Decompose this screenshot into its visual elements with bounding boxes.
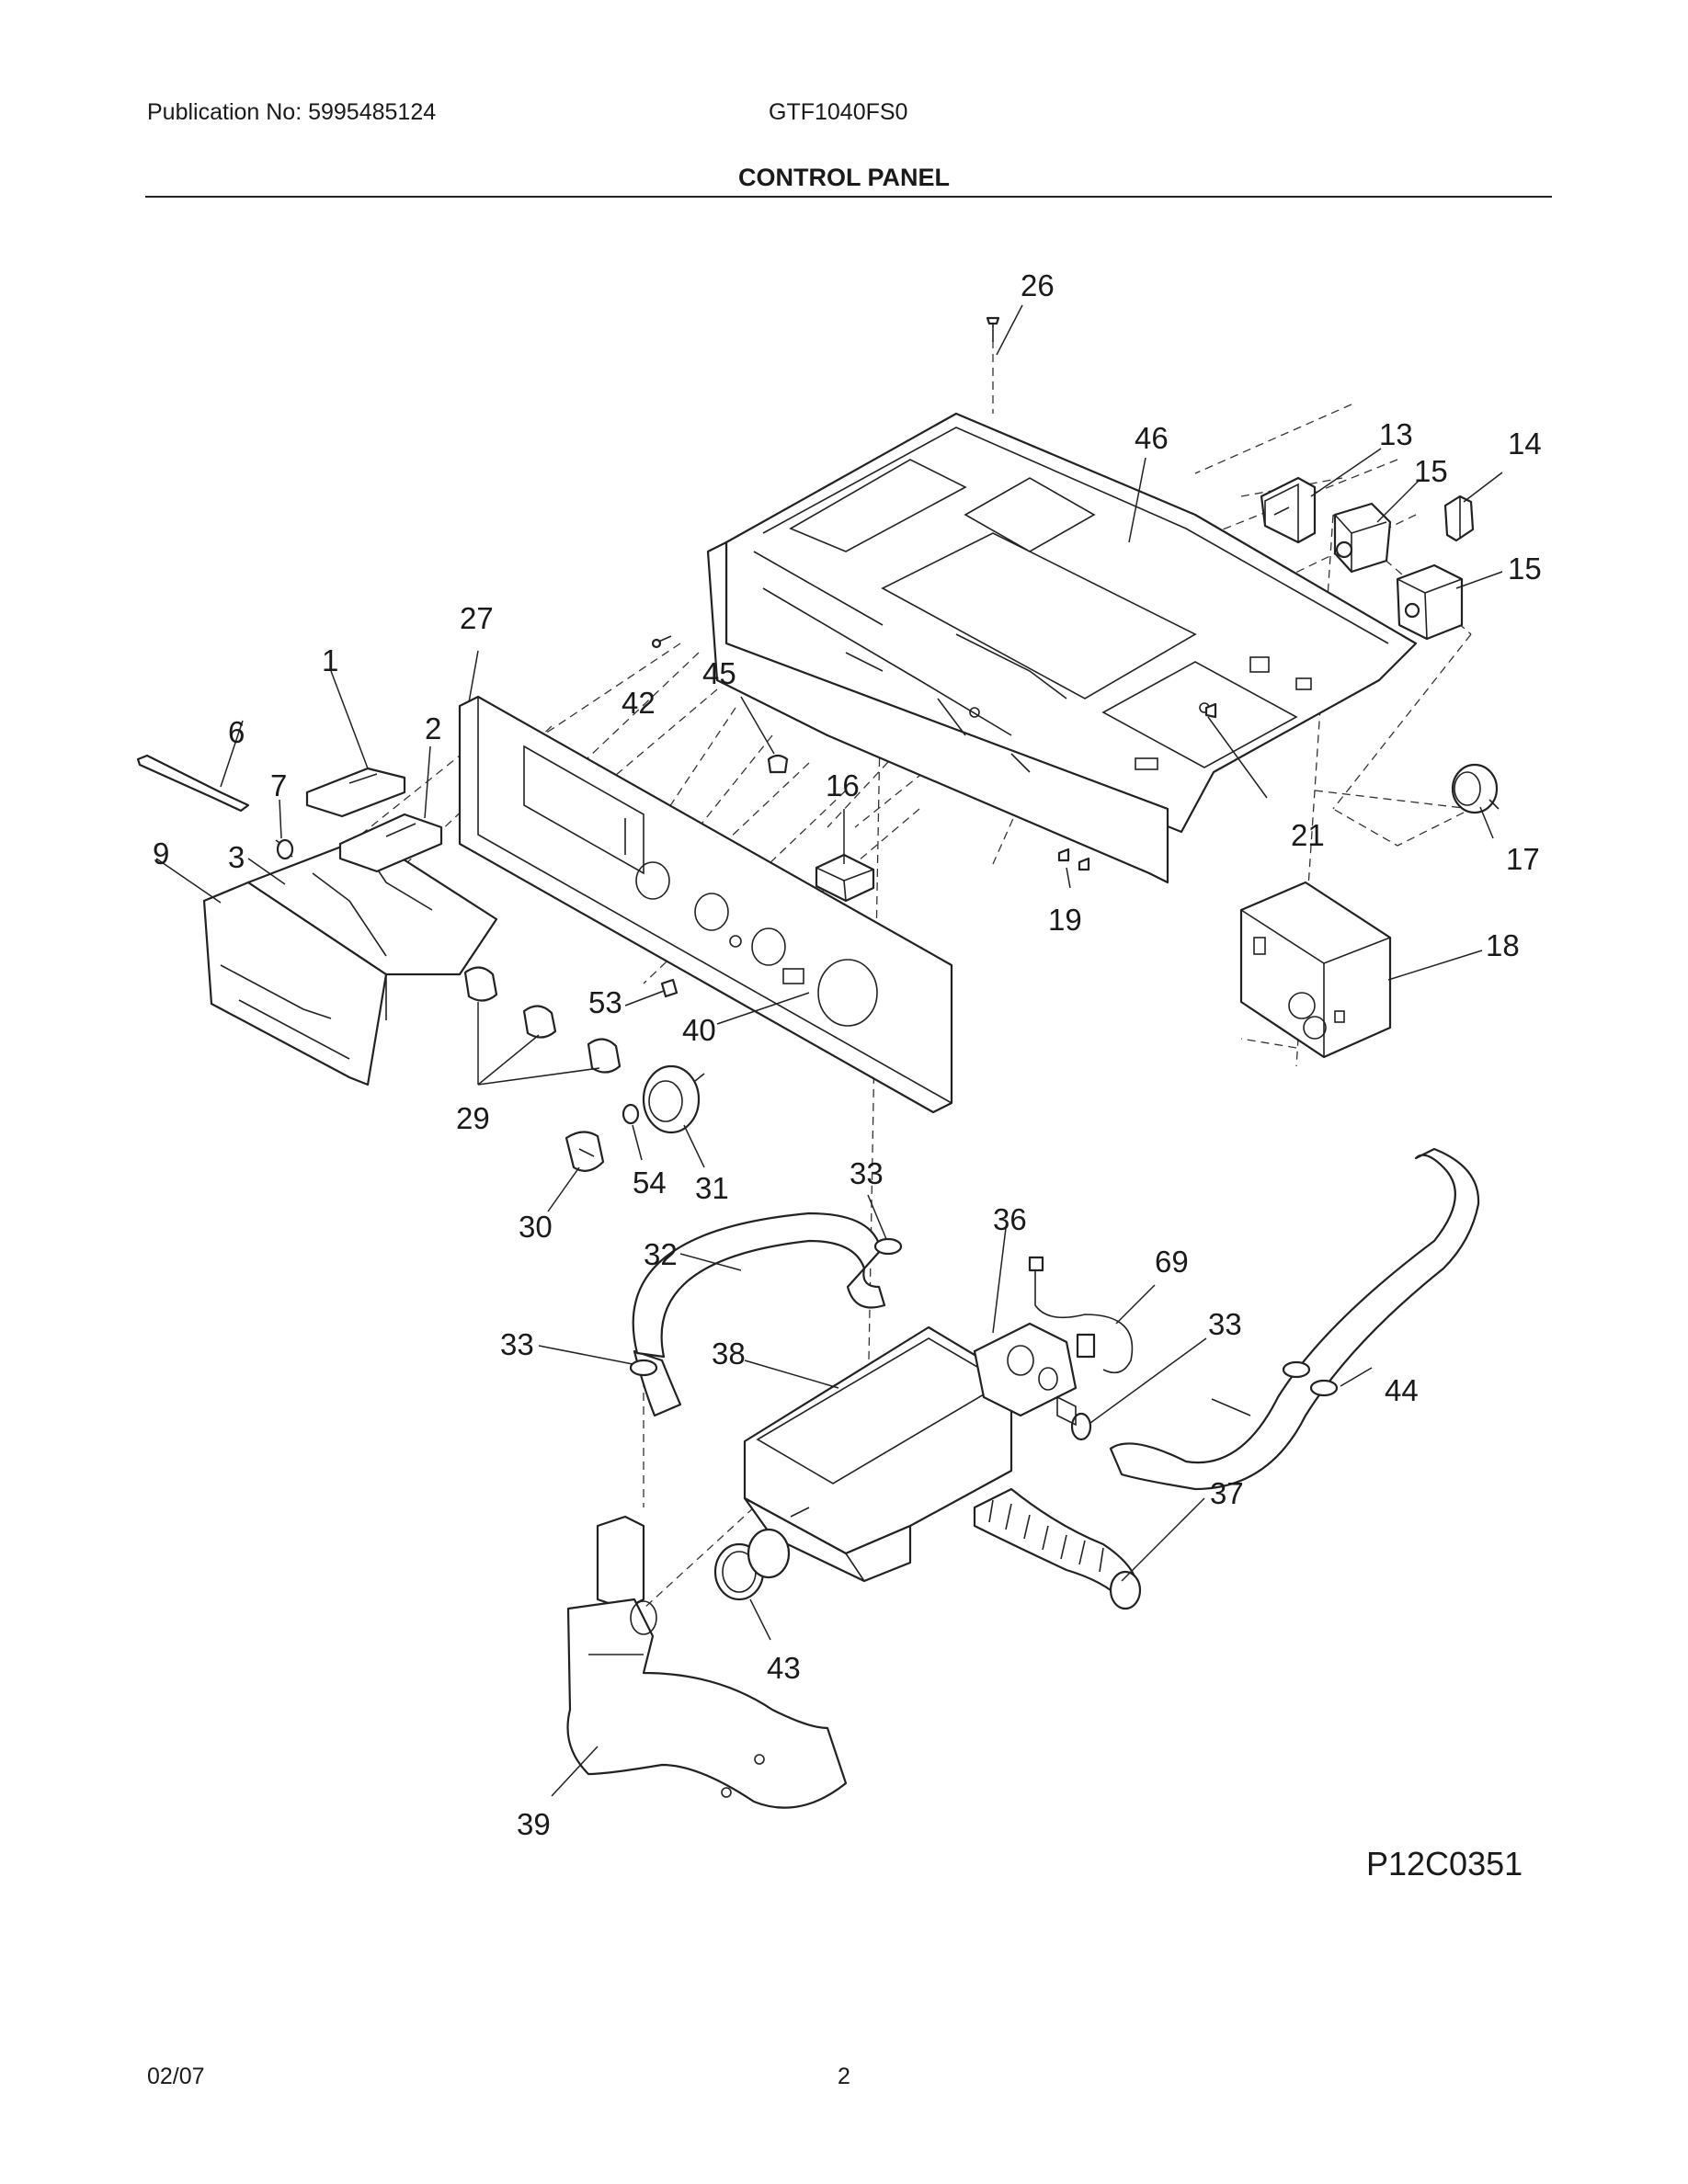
- part-15-rotary-switch-upper: [1333, 502, 1392, 574]
- part-21-clip: [1204, 702, 1217, 719]
- part-29-knob-b: [522, 1005, 557, 1039]
- callout-40: 40: [682, 1013, 716, 1047]
- callout-31: 31: [695, 1171, 729, 1205]
- part-29-knob-c: [587, 1038, 622, 1074]
- part-33-clamp-upper: [873, 1237, 903, 1256]
- part-46-chassis-frame: [706, 412, 1418, 884]
- callout-53: 53: [588, 985, 622, 1019]
- part-36-water-valve: [973, 1322, 1078, 1427]
- callout-39: 39: [517, 1807, 551, 1841]
- callout-43: 43: [767, 1651, 801, 1685]
- part-27-console-panel: [458, 695, 953, 1114]
- callout-15-lower: 15: [1508, 552, 1542, 586]
- callout-2: 2: [425, 711, 441, 745]
- part-30-knob: [565, 1131, 605, 1172]
- leader-lines: [155, 304, 1503, 1797]
- callout-9: 9: [153, 836, 169, 870]
- callout-36: 36: [993, 1202, 1027, 1236]
- callout-19: 19: [1048, 903, 1082, 937]
- publication-number: Publication No: 5995485124: [147, 99, 437, 125]
- title-rule: [145, 196, 1552, 198]
- callout-32: 32: [644, 1237, 678, 1271]
- part-13-switch: [1260, 476, 1317, 544]
- part-69-wire-harness: [1028, 1256, 1134, 1374]
- callout-33-left: 33: [500, 1327, 534, 1361]
- callout-37: 37: [1210, 1476, 1244, 1510]
- part-31-main-knob: [642, 1064, 705, 1134]
- dispenser-outlet: [747, 1528, 791, 1579]
- part-42-screw: [651, 635, 672, 649]
- part-26-screw: [986, 316, 1000, 342]
- part-37-bellows-hose: [973, 1487, 1142, 1610]
- callout-29: 29: [456, 1101, 490, 1135]
- part-6-siphon: [136, 754, 250, 813]
- part-2-cap: [338, 813, 443, 873]
- callout-15-upper: 15: [1414, 454, 1448, 488]
- page-number: 2: [838, 2064, 850, 2089]
- part-15-rotary-switch-lower: [1396, 563, 1464, 641]
- part-39-vent-duct: [566, 1515, 848, 1809]
- callout-54: 54: [633, 1166, 667, 1200]
- part-19-clips: [1057, 847, 1090, 871]
- part-1-cap: [305, 767, 406, 818]
- callout-labels: 26 46 13 15 14 15 21 17 18 19 16 45 42 2…: [153, 268, 1542, 1841]
- footer-date: 02/07: [147, 2064, 205, 2089]
- part-33-clamp-left: [629, 1359, 658, 1377]
- part-7-spring: [275, 838, 294, 860]
- callout-33-right: 33: [1208, 1307, 1242, 1341]
- part-45-bushing: [767, 754, 789, 774]
- callout-1: 1: [322, 643, 338, 677]
- callout-16: 16: [826, 768, 860, 802]
- callout-42: 42: [622, 686, 656, 720]
- page-title: CONTROL PANEL: [737, 164, 950, 191]
- callout-13: 13: [1379, 417, 1413, 451]
- part-33-clamp-right: [1070, 1412, 1092, 1441]
- callout-17: 17: [1506, 842, 1540, 876]
- model-number: GTF1040FS0: [769, 99, 908, 125]
- callout-14: 14: [1508, 427, 1542, 461]
- callout-44: 44: [1385, 1373, 1419, 1407]
- callout-18: 18: [1486, 928, 1520, 962]
- callout-3: 3: [228, 840, 245, 874]
- callout-30: 30: [519, 1210, 553, 1244]
- callout-27: 27: [460, 601, 494, 635]
- part-53-spacer: [660, 978, 679, 998]
- callout-45: 45: [702, 656, 736, 690]
- callout-6: 6: [228, 715, 245, 749]
- callout-38: 38: [712, 1337, 746, 1371]
- part-54-ring: [622, 1103, 640, 1125]
- part-44-drain-hose: [1109, 1147, 1480, 1491]
- callout-21: 21: [1291, 818, 1325, 852]
- part-17-pressure-switch: [1451, 763, 1500, 814]
- callout-69: 69: [1155, 1245, 1189, 1279]
- part-18-control-board: [1239, 881, 1392, 1059]
- figure-id: P12C0351: [1366, 1845, 1523, 1883]
- callout-33-upper: 33: [850, 1156, 884, 1190]
- callout-46: 46: [1135, 421, 1169, 455]
- part-14-sensor: [1443, 495, 1475, 542]
- part-29-knob-a: [463, 966, 498, 1002]
- callout-26: 26: [1021, 268, 1055, 302]
- callout-7: 7: [270, 768, 287, 802]
